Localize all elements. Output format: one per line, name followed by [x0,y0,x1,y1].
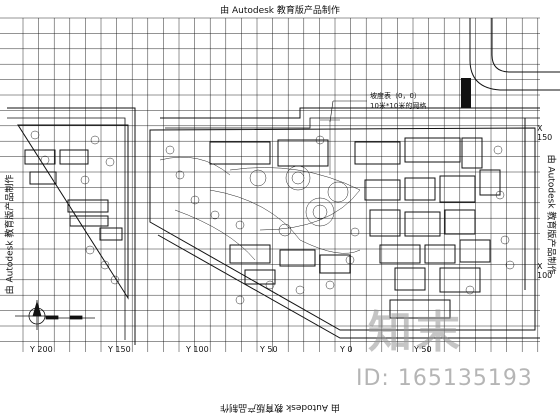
building-block [67,199,109,213]
landscape-path [229,167,361,231]
plaza-feature [305,197,335,227]
building-block [379,244,421,264]
tree-symbol [235,295,245,305]
building-block [69,215,109,227]
watermark-bottom: 由 Autodesk 教育版产品制作 [220,402,340,412]
plaza-feature [312,204,328,220]
building-block [404,211,441,237]
plaza-feature [291,171,305,185]
plaza-feature [285,165,311,191]
road-left-inner [7,117,126,340]
x-axis-label: Y 100 [186,345,209,354]
building-blocks [24,137,501,319]
tree-symbol [493,145,503,155]
tree-symbol [465,285,475,295]
building-block [369,209,401,237]
landscape-path [320,119,340,175]
building-block [99,227,123,241]
tree-symbol [325,280,335,290]
building-block [394,267,426,291]
building-block [404,137,461,163]
road-curve [469,18,560,91]
scale-bar [45,315,95,320]
tree-symbol [210,210,220,220]
site-features [7,18,560,345]
tree-symbol [315,135,325,145]
building-block [479,169,501,196]
main-parcel [149,127,536,331]
building-block [229,244,271,264]
tree-symbol [90,135,100,145]
plaza-feature [249,169,267,187]
x-axis-label: Y 150 [108,345,131,354]
building-block [439,267,481,293]
building-block [424,244,456,264]
road-upper [160,107,540,119]
landscape-path [174,209,256,261]
building-block [354,141,401,165]
north-arrow-icon [15,300,58,330]
watermark-left: 由 Autodesk 教育版产品制作 [5,174,16,295]
tree-symbol [190,195,200,205]
tree-symbol [105,157,115,167]
watermark-top: 由 Autodesk 教育版产品制作 [220,6,340,16]
landscape-path [159,156,231,176]
annotation-line-1: 坡度表（0，0） [370,92,421,100]
building-block [244,269,276,285]
tree-symbol [265,280,275,290]
road-left-boundary [7,107,136,345]
tree-symbol [40,155,50,165]
building-block [404,177,436,201]
lower-boundary [157,234,540,339]
building-block [29,171,57,185]
building-block [24,149,56,165]
brand-logo-mark: 知末 [368,307,464,358]
tree-symbol [85,245,95,255]
tree-symbol [165,145,175,155]
x-axis-label: Y 200 [30,345,53,354]
coordinate-grid [0,17,540,352]
plaza-feature [327,181,349,203]
tree-symbol [175,170,185,180]
building-block [444,209,476,235]
landscape-detail [30,119,515,305]
hatched-marker [461,78,471,108]
building-block [461,137,483,169]
road-upper-inner [165,117,540,129]
y-axis-label: X 150 [537,124,553,142]
road-curve-inner [491,18,560,73]
building-block [279,249,316,267]
x-axis-label: Y 0 [340,345,353,354]
tree-symbol [295,285,305,295]
building-block [439,175,476,203]
tree-symbol [235,220,245,230]
tree-symbol [80,175,90,185]
y-axis-label: X 100 [537,262,553,280]
x-axis-label: Y 50 [414,345,432,354]
tree-symbol [505,260,515,270]
landscape-path [209,189,361,254]
tree-symbol [30,130,40,140]
x-axis-label: Y 50 [260,345,278,354]
tree-symbol [495,190,505,200]
building-block [59,149,89,165]
building-block [209,141,271,165]
annotation-leader [329,100,367,123]
tree-symbol [110,275,120,285]
building-block [389,299,451,319]
plaza-feature [278,223,292,237]
tree-symbol [100,260,110,270]
tree-symbol [350,227,360,237]
building-block [364,179,401,201]
tree-symbol [500,235,510,245]
annotation-line-2: 10米*10米的网格 [370,102,427,110]
tree-symbol [345,255,355,265]
brand-id-text: ID: 165135193 [356,366,533,391]
building-block [277,139,329,167]
building-block [459,239,491,263]
